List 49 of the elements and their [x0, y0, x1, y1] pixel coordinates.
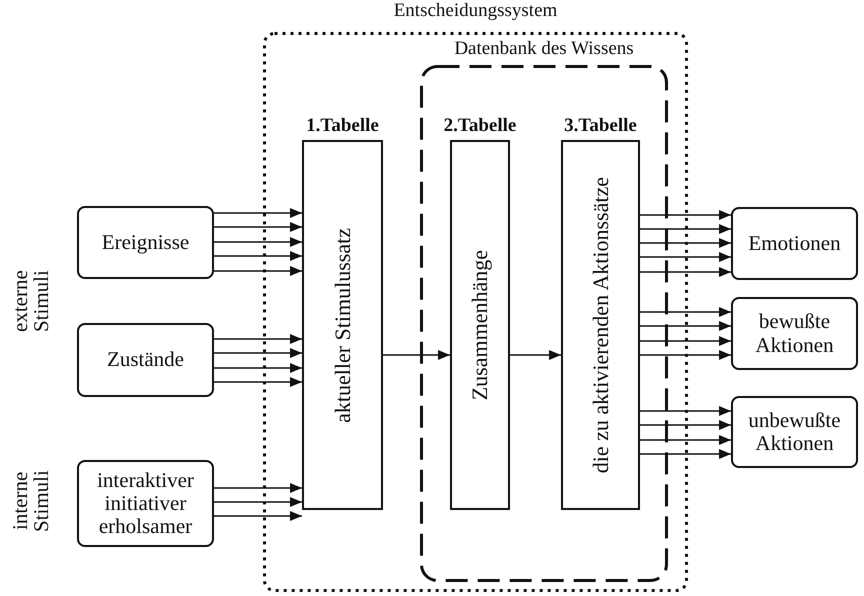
- group-heading: Entscheidungssystem: [394, 0, 558, 22]
- arrow: [640, 406, 731, 416]
- group-heading: Datenbank des Wissens: [454, 38, 634, 60]
- column-text: Zusammenhänge: [467, 250, 493, 400]
- arrow: [383, 350, 450, 360]
- arrow: [640, 321, 731, 331]
- arrow: [640, 210, 731, 220]
- rounded-box: [731, 297, 858, 370]
- table-heading: 3.Tabelle: [564, 115, 637, 137]
- arrow: [640, 267, 731, 277]
- rounded-box: [77, 460, 214, 547]
- box-text: interaktiver initiativer erholsamer: [96, 468, 195, 538]
- box-text: Emotionen: [748, 232, 841, 256]
- box-text: Ereignisse: [102, 230, 190, 254]
- arrow: [510, 350, 561, 360]
- arrow: [214, 363, 302, 373]
- arrow: [640, 449, 731, 459]
- arrow: [214, 222, 302, 232]
- arrow: [214, 334, 302, 344]
- arrow: [640, 252, 731, 262]
- arrow: [214, 266, 302, 276]
- arrow: [214, 511, 302, 521]
- box-text: bewußte Aktionen: [754, 310, 835, 357]
- box-text: Zustände: [107, 348, 184, 372]
- side-label: externe Stimuli: [10, 269, 54, 334]
- arrow: [640, 435, 731, 445]
- arrow: [640, 224, 731, 234]
- arrow: [214, 237, 302, 247]
- column-text: die zu aktivierenden Aktionssätze: [588, 176, 614, 474]
- side-label: interne Stimuli: [10, 469, 54, 534]
- rounded-box: [731, 396, 858, 468]
- arrow: [640, 420, 731, 430]
- table-heading: 2.Tabelle: [444, 115, 516, 137]
- arrow: [640, 336, 731, 346]
- arrow: [214, 208, 302, 218]
- rounded-box: [77, 206, 214, 279]
- arrow: [214, 497, 302, 507]
- arrow: [214, 251, 302, 261]
- column-text: aktueller Stimulussatz: [330, 228, 356, 422]
- arrow: [214, 377, 302, 387]
- box-text: unbewußte Aktionen: [747, 408, 842, 456]
- rounded-box: [77, 323, 214, 397]
- rounded-box: [731, 207, 858, 280]
- arrow: [640, 350, 731, 360]
- arrow: [214, 348, 302, 358]
- arrow: [640, 238, 731, 248]
- arrow: [640, 307, 731, 317]
- arrow: [214, 483, 302, 493]
- table-heading: 1.Tabelle: [306, 115, 379, 137]
